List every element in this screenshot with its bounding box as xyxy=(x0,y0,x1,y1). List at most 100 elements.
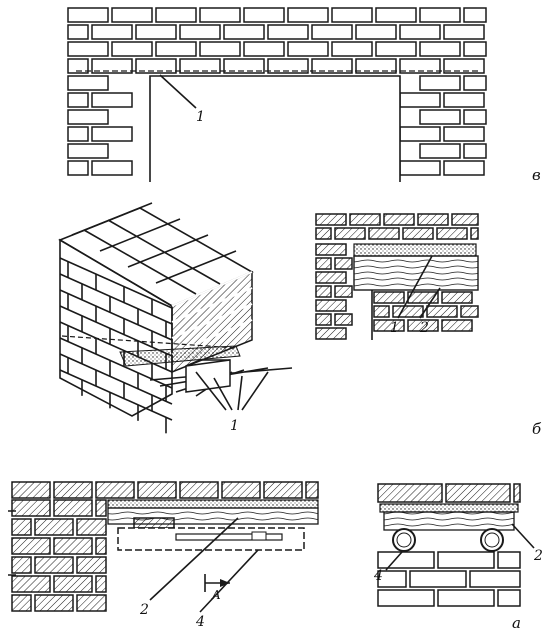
panel-a-letter: в xyxy=(532,166,541,184)
brick xyxy=(419,143,461,159)
panel-v-section-leaders xyxy=(385,523,535,571)
brick xyxy=(443,58,485,74)
brick xyxy=(463,41,487,57)
brick xyxy=(111,41,153,57)
brick xyxy=(334,313,353,326)
iso-course-line xyxy=(59,289,173,341)
brick xyxy=(419,7,461,23)
brick xyxy=(419,109,461,125)
brick xyxy=(155,41,197,57)
brick xyxy=(95,481,135,499)
brick xyxy=(199,7,241,23)
brick xyxy=(243,7,285,23)
brick xyxy=(11,481,51,499)
brick xyxy=(223,58,265,74)
brick xyxy=(11,594,32,612)
panel-b-callout-1: 1 xyxy=(230,418,239,434)
brick xyxy=(441,319,473,332)
brick xyxy=(334,285,353,298)
brick xyxy=(497,551,521,569)
brick xyxy=(67,24,89,40)
panel-v-section-letter: A xyxy=(211,588,221,602)
brick xyxy=(407,291,439,304)
brick xyxy=(267,24,309,40)
iso-course-line xyxy=(59,273,173,325)
brick xyxy=(67,143,109,159)
brick xyxy=(426,305,458,318)
brick xyxy=(315,313,332,326)
panel-v-section-mark xyxy=(204,574,230,592)
brick xyxy=(443,160,485,176)
brick xyxy=(76,556,107,574)
brick xyxy=(373,319,405,332)
brick xyxy=(67,41,109,57)
brick xyxy=(53,575,93,593)
panel-v-leaders xyxy=(149,517,259,613)
brick xyxy=(315,271,347,284)
brick xyxy=(373,305,390,318)
brick xyxy=(179,481,219,499)
brick xyxy=(305,481,319,499)
brick xyxy=(179,58,221,74)
brick xyxy=(155,7,197,23)
brick xyxy=(463,143,487,159)
brick xyxy=(267,58,309,74)
panel-a-leader xyxy=(159,74,197,109)
brick xyxy=(375,7,417,23)
brick xyxy=(463,75,487,91)
brick xyxy=(199,41,241,57)
brick xyxy=(67,58,89,74)
iso-right-course xyxy=(171,303,253,339)
brick xyxy=(375,41,417,57)
brick xyxy=(91,126,133,142)
brick xyxy=(311,24,353,40)
brick xyxy=(334,227,366,240)
brick xyxy=(513,483,521,503)
brick xyxy=(311,58,353,74)
panel-a-opening xyxy=(150,76,400,182)
panel-b-letter: б xyxy=(532,420,542,438)
brick xyxy=(91,92,133,108)
panel-b-callout-sec-2: 2 xyxy=(419,320,429,336)
iso-course-line xyxy=(59,369,173,421)
brick xyxy=(315,327,347,340)
brick xyxy=(443,126,485,142)
brick xyxy=(355,58,397,74)
brick xyxy=(135,58,177,74)
brick xyxy=(334,257,353,270)
brick xyxy=(399,58,441,74)
panel-b-callout-sec-1: 1 xyxy=(390,320,399,336)
brick xyxy=(469,570,521,588)
brick xyxy=(53,499,93,517)
brick xyxy=(349,213,381,226)
brick xyxy=(67,160,89,176)
brick xyxy=(315,243,347,256)
brick xyxy=(221,481,261,499)
brick xyxy=(67,109,109,125)
brick xyxy=(315,257,332,270)
brick xyxy=(463,109,487,125)
brick xyxy=(377,551,435,569)
panel-v-letter: а xyxy=(512,614,521,632)
brick xyxy=(11,556,32,574)
panel-b-section-leaders xyxy=(397,255,441,319)
brick xyxy=(497,589,521,607)
panel-v-callout-4: 4 xyxy=(195,614,205,630)
panel-v-callout-2: 2 xyxy=(139,602,149,618)
panel-v-elevation xyxy=(8,481,319,612)
brick xyxy=(11,518,32,536)
brick xyxy=(76,518,107,536)
brick xyxy=(263,481,303,499)
brick xyxy=(443,92,485,108)
panel-a-callout-1: 1 xyxy=(196,109,205,125)
brick xyxy=(437,589,495,607)
brick xyxy=(460,305,479,318)
iso-right-course xyxy=(171,287,253,323)
brick xyxy=(436,227,468,240)
brick xyxy=(67,126,89,142)
brick xyxy=(179,24,221,40)
brick xyxy=(437,551,495,569)
panel-b-leaders xyxy=(195,371,269,411)
brick xyxy=(377,589,435,607)
